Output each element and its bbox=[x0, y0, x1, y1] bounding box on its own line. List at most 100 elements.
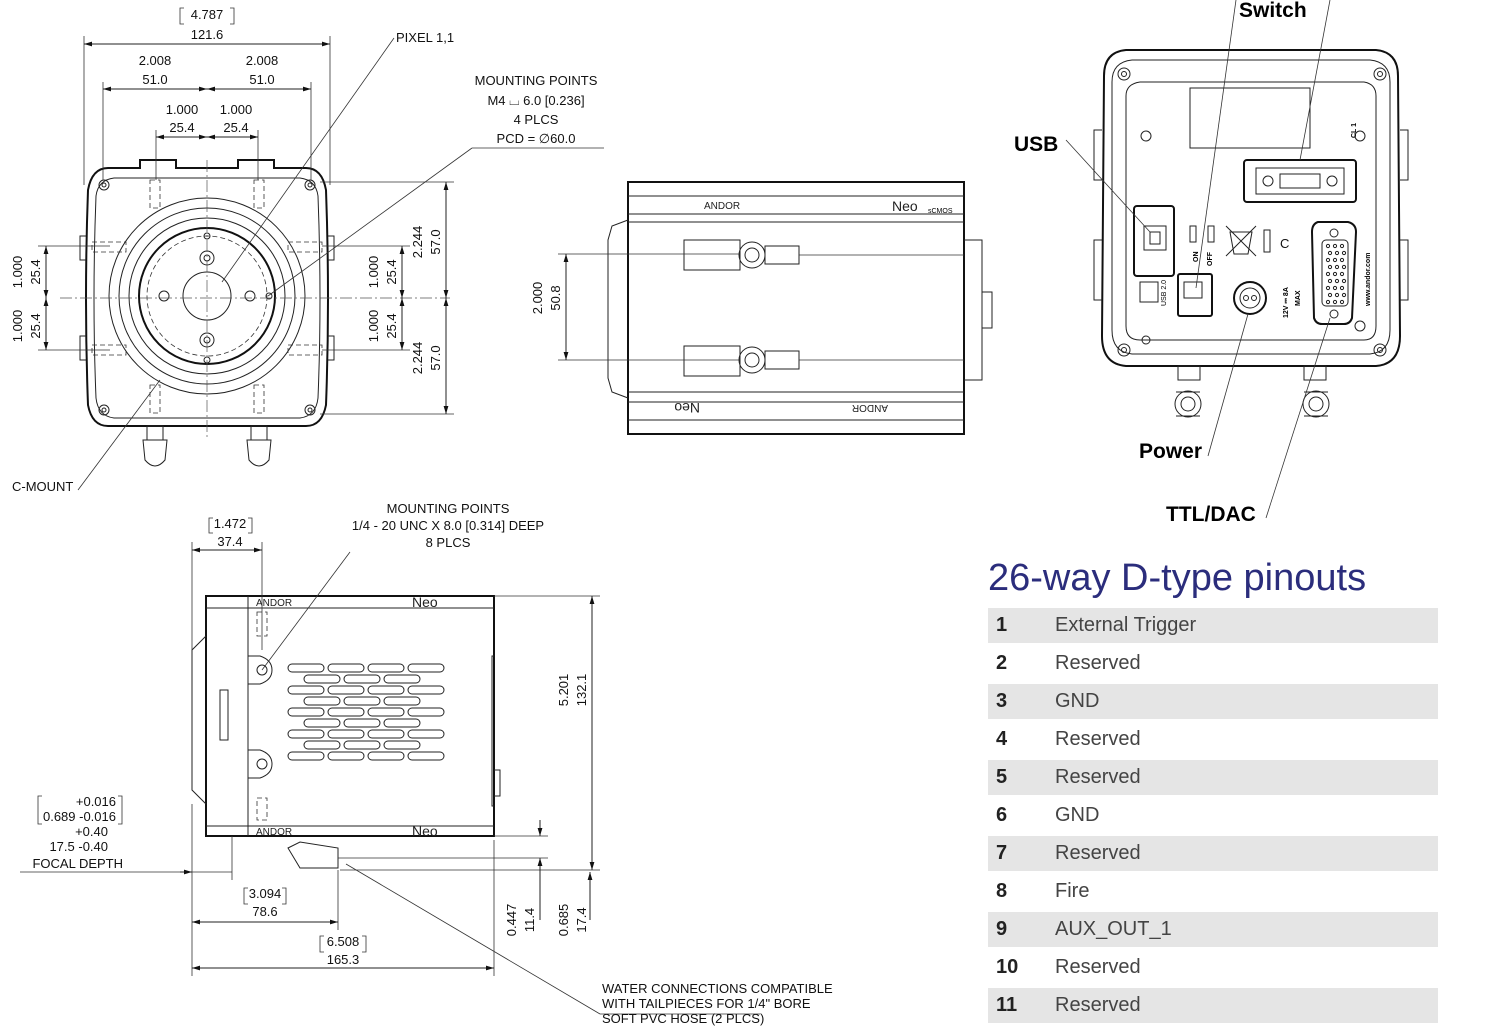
d-type-pin bbox=[1332, 257, 1338, 263]
vent-slot bbox=[367, 751, 405, 761]
c-mount-label: C-MOUNT bbox=[12, 479, 73, 494]
focal-line-3: +0.40 bbox=[75, 824, 108, 839]
d-type-pin bbox=[1332, 243, 1338, 249]
side-view: ANDOR Neo ANDOR Neo MOUNTING POINTS 1/4 … bbox=[20, 501, 833, 1026]
pin-signal: Fire bbox=[1055, 880, 1090, 902]
front-quarter-right-inch: 1.000 bbox=[220, 102, 253, 117]
focal-line-5: FOCAL DEPTH bbox=[32, 856, 123, 871]
d-type-pin bbox=[1332, 285, 1338, 291]
pin-signal: Reserved bbox=[1055, 728, 1141, 750]
d-type-pin bbox=[1341, 250, 1347, 256]
d-type-pin bbox=[1341, 264, 1347, 270]
d-type-pin bbox=[1339, 285, 1345, 291]
vent-slot bbox=[327, 707, 365, 717]
d-type-pin bbox=[1325, 243, 1331, 249]
vent-slot bbox=[287, 707, 325, 717]
front-quarter-left-mm: 25.4 bbox=[169, 120, 194, 135]
d-type-pins bbox=[1325, 243, 1347, 305]
pin-number: 2 bbox=[996, 652, 1008, 674]
vent-slot bbox=[343, 740, 381, 750]
left-upper-mm: 25.4 bbox=[28, 259, 43, 284]
top-model: Neo bbox=[892, 198, 918, 214]
right-lower-mm: 25.4 bbox=[384, 313, 399, 338]
vent-slot bbox=[367, 707, 405, 717]
water-note-3: SOFT PVC HOSE (2 PLCS) bbox=[602, 1011, 764, 1026]
website-label: www.andor.com bbox=[1365, 253, 1372, 307]
front-half-left-inch: 2.008 bbox=[139, 53, 172, 68]
side-mount-tabs bbox=[248, 611, 273, 821]
d-type-pin bbox=[1327, 250, 1333, 256]
vent-slot bbox=[407, 685, 445, 695]
d-type-pin bbox=[1341, 278, 1347, 284]
vent-slot bbox=[407, 707, 445, 717]
mount-offset-inch: 3.094 bbox=[249, 886, 282, 901]
d-type-pin bbox=[1327, 292, 1333, 298]
top-view: ANDOR Neo sCMOS ANDOR Neo 2.000 50.8 bbox=[530, 181, 993, 435]
pin-signal: GND bbox=[1055, 804, 1100, 826]
ce-mark: C bbox=[1280, 236, 1289, 251]
front-corner-screws bbox=[98, 179, 316, 416]
side-model: Neo bbox=[412, 594, 438, 610]
length-mm: 165.3 bbox=[327, 952, 360, 967]
water-note-1: WATER CONNECTIONS COMPATIBLE bbox=[602, 981, 833, 996]
length-inch: 6.508 bbox=[327, 934, 360, 949]
water-height-1-inch: 0.447 bbox=[504, 904, 519, 937]
pin-signal: Reserved bbox=[1055, 652, 1141, 674]
pin-signal: Reserved bbox=[1055, 956, 1141, 978]
d-type-pin bbox=[1334, 250, 1340, 256]
focal-line-1: +0.016 bbox=[76, 794, 116, 809]
vent-slot bbox=[343, 674, 381, 684]
side-mp-line-1: MOUNTING POINTS bbox=[387, 501, 510, 516]
d-type-pin bbox=[1339, 257, 1345, 263]
vent-slot bbox=[367, 729, 405, 739]
vent-slot bbox=[327, 685, 365, 695]
pin-number: 5 bbox=[996, 766, 1008, 788]
rear-corner-screws bbox=[1117, 67, 1387, 357]
focal-line-4: 17.5 -0.40 bbox=[49, 839, 108, 854]
d-type-pin bbox=[1339, 243, 1345, 249]
power-rating: 12V ⎓ 8A bbox=[1283, 287, 1290, 318]
usb-small-label: USB 2.0 bbox=[1161, 280, 1168, 306]
pin-signal: AUX_OUT_1 bbox=[1055, 918, 1172, 940]
side-brand: ANDOR bbox=[256, 598, 292, 609]
vent-slot bbox=[303, 696, 341, 706]
right-upper-mm: 25.4 bbox=[384, 259, 399, 284]
pin-number: 11 bbox=[996, 994, 1018, 1016]
side-mp-line-2: 1/4 - 20 UNC X 8.0 [0.314] DEEP bbox=[352, 518, 544, 533]
pin-number: 3 bbox=[996, 690, 1008, 712]
rear-water-fittings bbox=[1174, 365, 1330, 418]
left-upper-inch: 1.000 bbox=[10, 256, 25, 289]
d-type-pin bbox=[1325, 299, 1331, 305]
side-height-inch: 5.201 bbox=[556, 674, 571, 707]
water-note-2: WITH TAILPIECES FOR 1/4" BORE bbox=[602, 996, 811, 1011]
vent-slot bbox=[303, 740, 341, 750]
d-type-pin bbox=[1332, 271, 1338, 277]
vent-slot bbox=[287, 751, 325, 761]
side-brand-bottom: ANDOR bbox=[256, 827, 292, 838]
side-vent-slots bbox=[287, 663, 445, 761]
pin-number: 6 bbox=[996, 804, 1008, 826]
right-upper-inch: 1.000 bbox=[366, 256, 381, 289]
front-quarter-right-mm: 25.4 bbox=[223, 120, 248, 135]
top-model-flipped: Neo bbox=[674, 400, 700, 416]
power-label: Power bbox=[1139, 440, 1202, 463]
height-lower-inch: 2.244 bbox=[410, 342, 425, 375]
rear-view: CL 1 USB 2.0 ON OFF C 12V ⎓ 8A MAX www.a… bbox=[1014, 0, 1409, 526]
front-half-right-mm: 51.0 bbox=[249, 72, 274, 87]
top-model-sub: sCMOS bbox=[928, 208, 953, 215]
cl-label: CL 1 bbox=[1351, 123, 1358, 138]
pixel-label: PIXEL 1,1 bbox=[396, 30, 454, 45]
right-lower-inch: 1.000 bbox=[366, 310, 381, 343]
left-lower-inch: 1.000 bbox=[10, 310, 25, 343]
vent-slot bbox=[383, 696, 421, 706]
d-type-pin bbox=[1334, 292, 1340, 298]
power-max: MAX bbox=[1295, 290, 1302, 306]
